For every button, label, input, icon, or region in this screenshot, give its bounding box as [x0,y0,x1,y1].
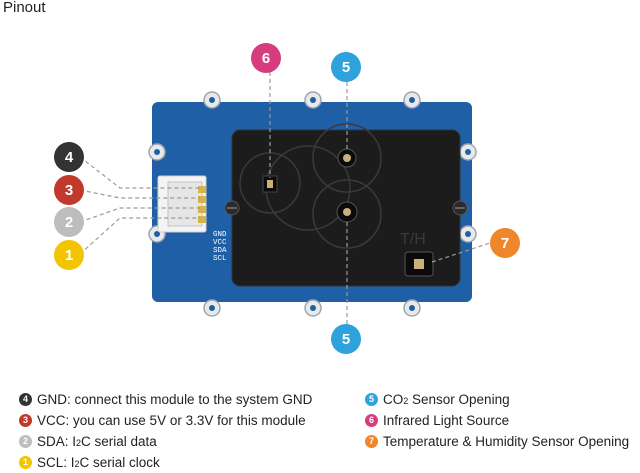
th-label: T/H [400,231,426,248]
callout-2: 2 [54,207,84,237]
legend-item-3: 3 VCC: you can use 5V or 3.3V for this m… [19,410,306,430]
screws [224,200,468,216]
svg-text:6: 6 [262,50,270,67]
callout-3: 3 [54,175,84,205]
pin-label-gnd: GND [213,231,227,239]
legend-item-4: 4 GND: connect this module to the system… [19,389,312,409]
legend-dot-6: 6 [365,413,378,427]
callout-5-top: 5 [331,52,361,82]
callout-6: 6 [251,43,281,73]
legend-dot-2: 2 [19,434,32,448]
callout-4: 4 [54,142,84,172]
callout-7: 7 [490,228,520,258]
legend-dot-4: 4 [19,392,32,406]
legend-dot-1: 1 [19,455,32,469]
pin-label-scl: SCL [213,255,227,263]
leader-line-7 [431,242,491,263]
leader-line-1 [79,217,200,255]
legend-item-7: 7 Temperature & Humidity Sensor Opening [365,431,629,451]
legend-item-6: 6 Infrared Light Source [365,410,509,430]
svg-text:7: 7 [501,235,509,252]
legend-dot-7: 7 [365,434,378,448]
callout-5-bottom: 5 [331,324,361,354]
svg-text:3: 3 [65,182,73,199]
pinout-diagram: GND VCC SDA SCL T/H 4 [54,43,520,354]
svg-text:1: 1 [65,247,73,264]
callout-1: 1 [54,240,84,270]
leader-line-4 [79,156,200,189]
svg-text:5: 5 [342,59,350,76]
svg-text:5: 5 [342,331,350,348]
pin-label-vcc: VCC [213,239,227,247]
leader-line-3 [79,189,200,199]
svg-text:4: 4 [65,149,74,166]
pin-label-sda: SDA [213,247,227,255]
page-title: Pinout [3,0,46,16]
legend-dot-3: 3 [19,413,32,427]
grove-connector [157,175,207,233]
legend-dot-5: 5 [365,392,378,406]
leader-line-2 [79,207,200,223]
svg-text:2: 2 [65,214,73,231]
